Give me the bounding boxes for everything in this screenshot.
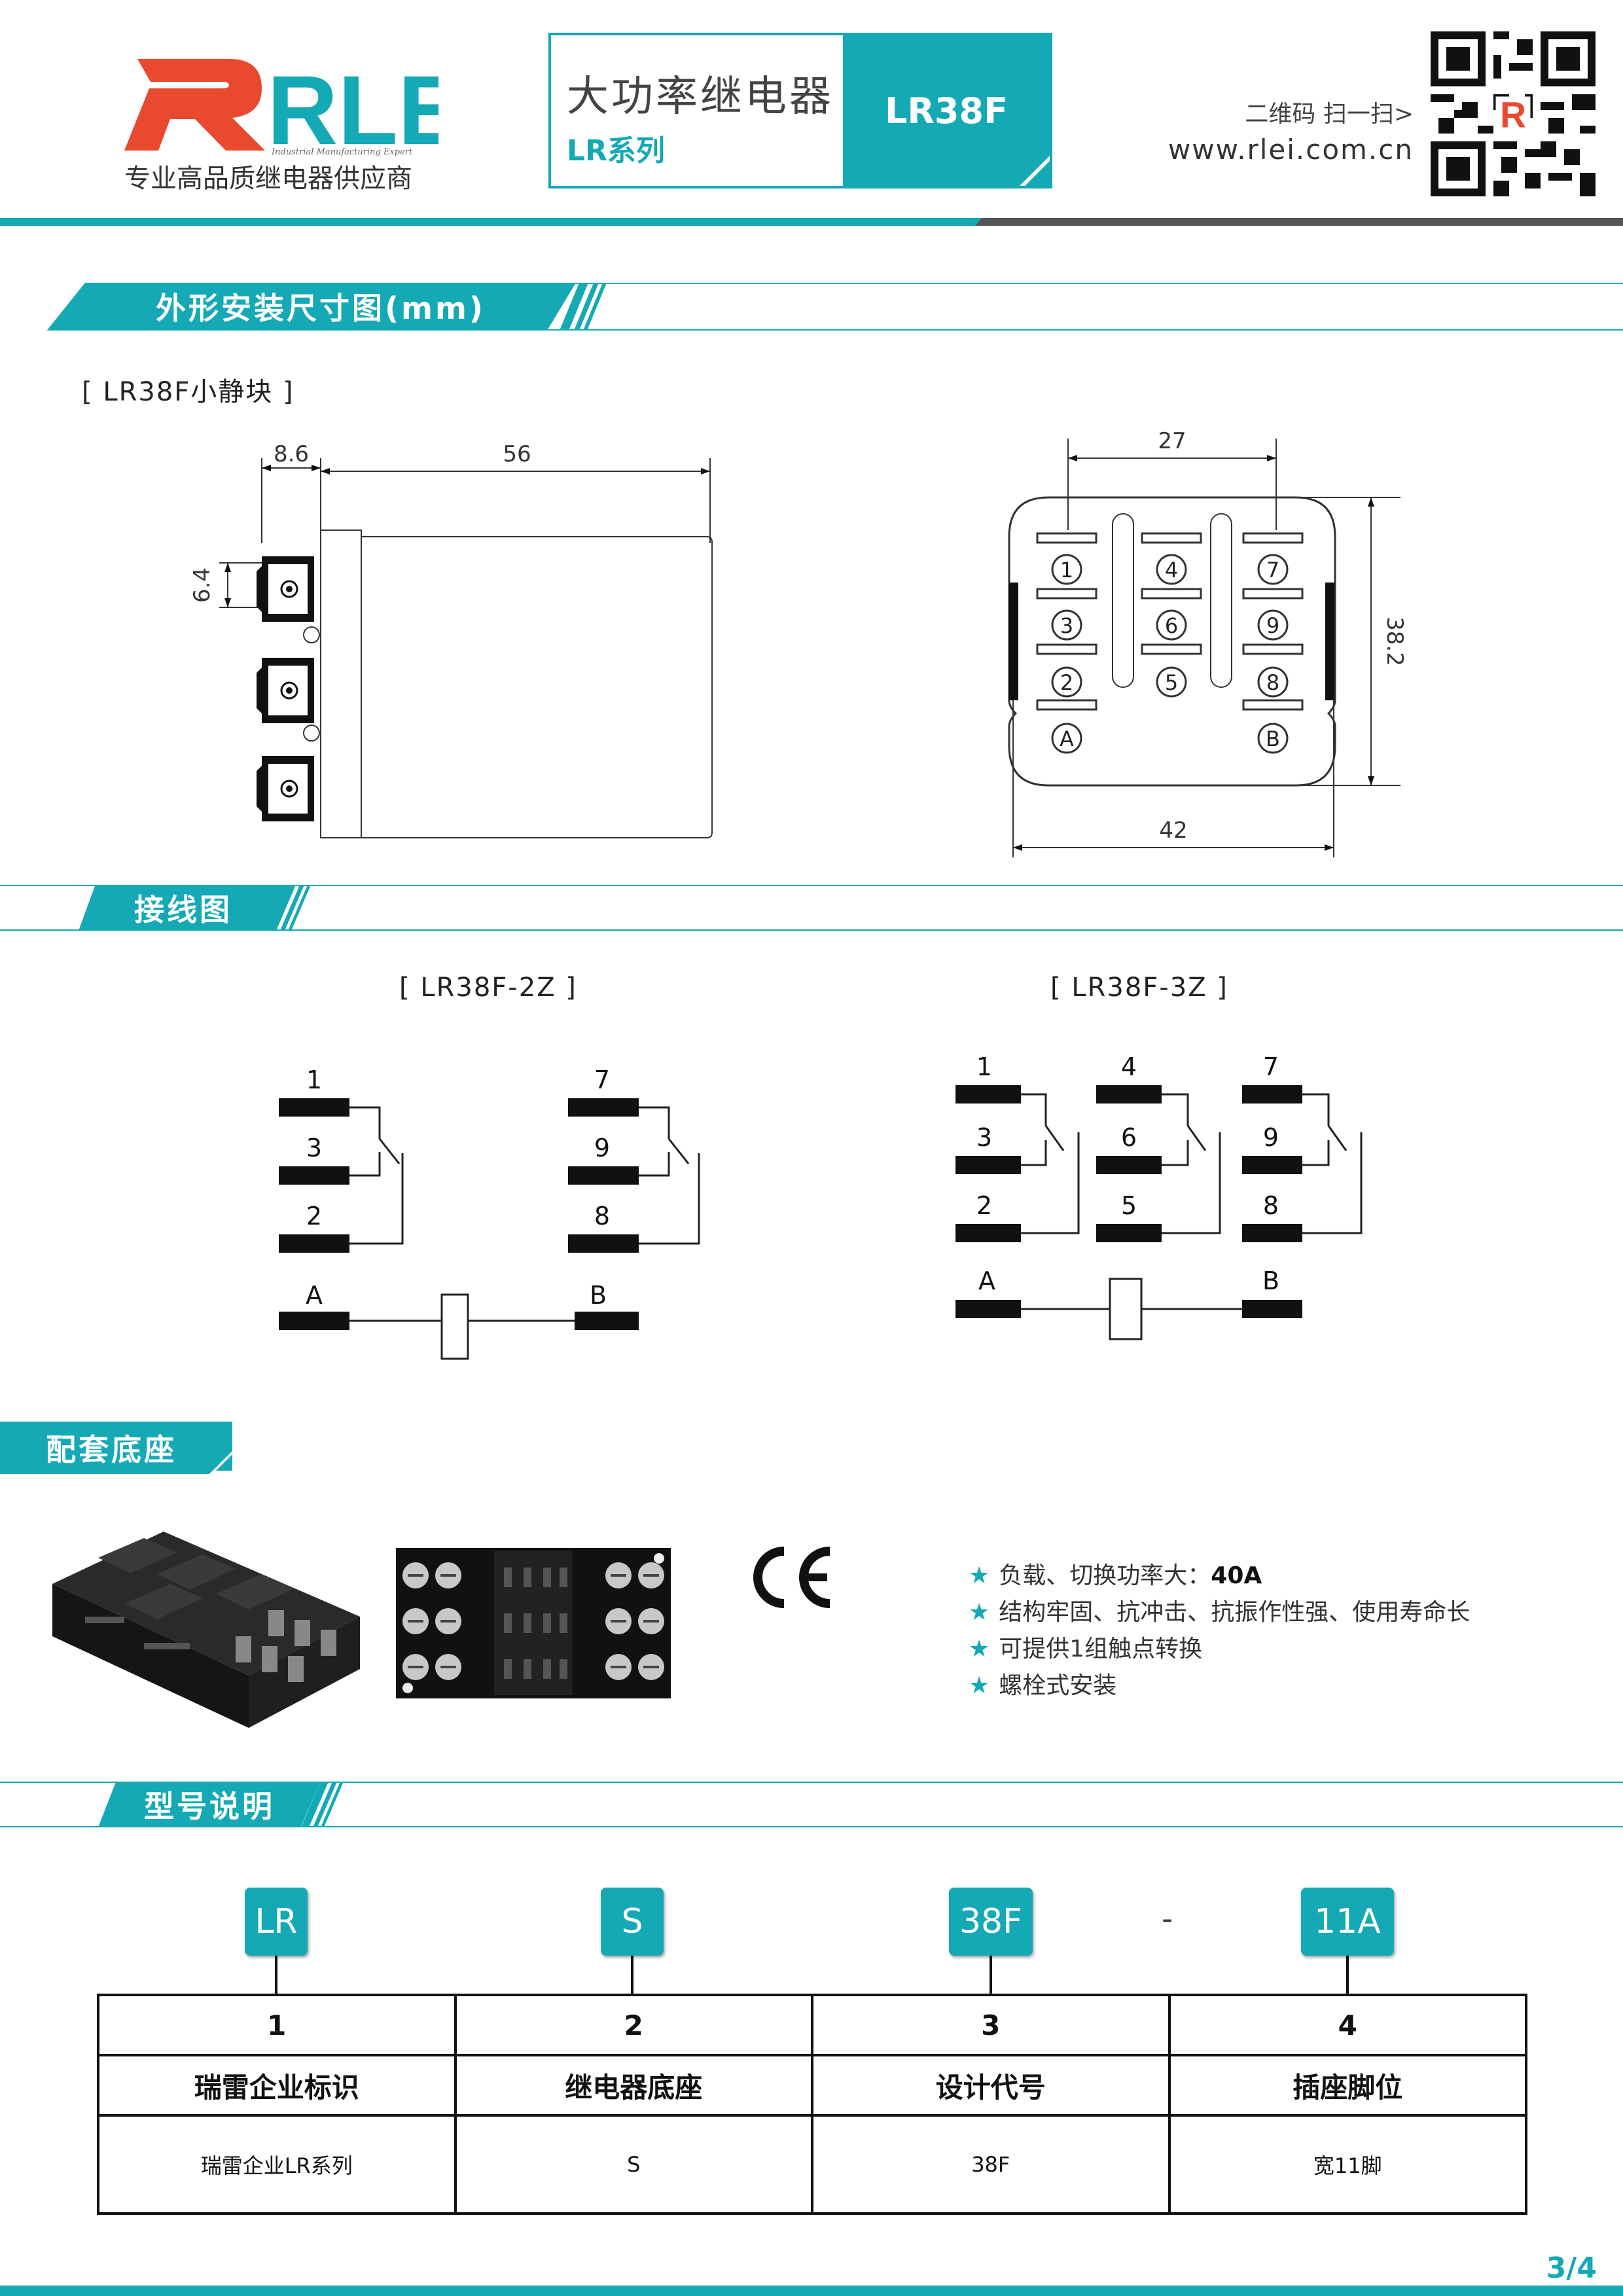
dim-8-6: 8.6 bbox=[274, 441, 309, 467]
wire-2z-pin-3: 3 bbox=[306, 1134, 322, 1162]
logo-text: RLEi bbox=[267, 55, 438, 157]
star-icon: ★ bbox=[969, 1599, 990, 1626]
header-divider-dark bbox=[975, 218, 1623, 226]
section-title-socket: 配套底座 bbox=[46, 1432, 177, 1467]
wire-3z-pin-6: 6 bbox=[1121, 1123, 1137, 1152]
section-title-dimensions: 外形安装尺寸图(mm) bbox=[156, 291, 486, 326]
wire-3z-pin-9: 9 bbox=[1263, 1123, 1279, 1152]
feature-item: ★螺栓式安装 bbox=[969, 1672, 1117, 1699]
feature-item: ★结构牢固、抗冲击、抗振作性强、使用寿命长 bbox=[969, 1599, 1471, 1626]
wire-3z-pin-3: 3 bbox=[976, 1123, 992, 1152]
wire-3z-pin-7: 7 bbox=[1263, 1052, 1279, 1081]
corner-triangle-icon bbox=[211, 1449, 234, 1473]
code-badge-38f: 38F bbox=[949, 1888, 1033, 1956]
badge-connectors bbox=[275, 1956, 1349, 1995]
code-value: 宽11脚 bbox=[1168, 2114, 1527, 2215]
code-dash: - bbox=[1162, 1901, 1173, 1937]
header-divider bbox=[0, 218, 982, 226]
pin-a: A bbox=[1060, 726, 1074, 751]
product-series: LR系列 bbox=[567, 134, 665, 168]
pin-6: 6 bbox=[1165, 613, 1178, 638]
pin-1: 1 bbox=[1060, 558, 1073, 583]
feature-item: ★可提供1组触点转换 bbox=[969, 1636, 1203, 1662]
stripes-decor-icon bbox=[301, 1782, 344, 1827]
socket-photo-3d bbox=[52, 1532, 360, 1728]
pin-b: B bbox=[1266, 726, 1280, 751]
code-header: 继电器底座 bbox=[454, 2054, 813, 2117]
code-number: 4 bbox=[1168, 1994, 1527, 2056]
model-code-table: 1 2 3 4 瑞雷企业标识 继电器底座 设计代号 插座脚位 瑞雷企业LR系列 … bbox=[97, 1994, 1527, 2215]
section-title-model-code: 型号说明 bbox=[144, 1789, 275, 1824]
code-header: 瑞雷企业标识 bbox=[97, 2054, 457, 2117]
dim-56: 56 bbox=[503, 441, 531, 467]
wire-2z-pin-9: 9 bbox=[594, 1134, 610, 1162]
corner-triangle-icon bbox=[1020, 156, 1050, 186]
section-title-wiring: 接线图 bbox=[134, 892, 232, 927]
pin-5: 5 bbox=[1165, 670, 1178, 695]
footer-divider bbox=[0, 2286, 1623, 2296]
wire-2z-pin-8: 8 bbox=[594, 1202, 610, 1230]
pin-2: 2 bbox=[1060, 670, 1073, 695]
code-number: 3 bbox=[811, 1994, 1171, 2056]
wire-2z-pin-b: B bbox=[590, 1281, 607, 1310]
side-view-drawing: 8.6 56 6.4 bbox=[190, 441, 713, 838]
pin-3: 3 bbox=[1060, 613, 1073, 638]
wire-3z-pin-5: 5 bbox=[1121, 1191, 1137, 1220]
feature-list: ★负载、切换功率大：40A ★结构牢固、抗冲击、抗振作性强、使用寿命长 ★可提供… bbox=[969, 1558, 1470, 1704]
star-icon: ★ bbox=[969, 1672, 990, 1699]
code-badge-11a: 11A bbox=[1301, 1888, 1394, 1956]
pin-4: 4 bbox=[1165, 558, 1178, 583]
qr-scan-hint: 二维码 扫一扫> bbox=[1245, 101, 1414, 128]
wiring-label-2z: [ LR38F-2Z ] bbox=[399, 973, 577, 1003]
product-category: 大功率继电器 bbox=[567, 73, 834, 121]
code-badge-lr: LR bbox=[245, 1888, 308, 1956]
page-number: 3/4 bbox=[1546, 2251, 1597, 2285]
code-value: 38F bbox=[811, 2114, 1171, 2215]
wire-2z-pin-1: 1 bbox=[306, 1066, 322, 1094]
star-icon: ★ bbox=[969, 1562, 990, 1589]
code-badge-s: S bbox=[601, 1888, 664, 1956]
front-view-drawing: 1 4 7 3 6 9 2 5 8 A B 27 38.2 42 bbox=[1008, 428, 1408, 857]
wiring-diagram-2z: 1 3 2 7 9 8 A B bbox=[279, 1066, 700, 1360]
dim-42: 42 bbox=[1159, 817, 1187, 844]
code-value: 瑞雷企业LR系列 bbox=[97, 2114, 457, 2215]
dim-6-4: 6.4 bbox=[190, 567, 215, 603]
wire-3z-pin-4: 4 bbox=[1121, 1052, 1137, 1081]
pin-7: 7 bbox=[1266, 558, 1279, 583]
qr-code-icon[interactable]: R bbox=[1431, 31, 1596, 196]
wire-3z-pin-2: 2 bbox=[976, 1191, 992, 1220]
wire-3z-pin-8: 8 bbox=[1263, 1191, 1279, 1220]
svg-text:R: R bbox=[1500, 94, 1526, 135]
socket-photo-top bbox=[396, 1548, 671, 1698]
star-icon: ★ bbox=[969, 1636, 990, 1662]
wiring-diagram-3z: 1 3 2 4 6 5 7 9 8 A B bbox=[955, 1052, 1363, 1340]
website-link[interactable]: www.rlei.com.cn bbox=[1168, 134, 1414, 166]
wire-2z-pin-7: 7 bbox=[594, 1066, 610, 1094]
product-model: LR38F bbox=[843, 35, 1050, 186]
pin-9: 9 bbox=[1266, 613, 1279, 638]
wire-2z-pin-2: 2 bbox=[306, 1202, 322, 1230]
code-value: S bbox=[454, 2114, 813, 2215]
feature-item: ★负载、切换功率大：40A bbox=[969, 1562, 1262, 1589]
code-number: 1 bbox=[97, 1994, 457, 2056]
dimension-subtitle: [ LR38F小静块 ] bbox=[82, 377, 294, 407]
dim-27: 27 bbox=[1158, 428, 1186, 454]
wire-3z-pin-1: 1 bbox=[976, 1052, 992, 1081]
slogan: 专业高品质继电器供应商 bbox=[124, 164, 412, 194]
code-header: 设计代号 bbox=[811, 2054, 1171, 2117]
product-title-box: 大功率继电器 LR系列 LR38F bbox=[548, 33, 1052, 188]
logo-tagline: Industrial Manufacturing Expert bbox=[271, 147, 413, 157]
ce-mark-icon bbox=[753, 1547, 830, 1608]
code-number: 2 bbox=[454, 1994, 813, 2056]
wire-3z-pin-b: B bbox=[1262, 1266, 1279, 1295]
pin-8: 8 bbox=[1266, 670, 1279, 695]
wire-3z-pin-a: A bbox=[978, 1266, 995, 1295]
dim-38-2: 38.2 bbox=[1382, 617, 1408, 666]
code-header: 插座脚位 bbox=[1168, 2054, 1527, 2117]
stripes-decor-icon bbox=[268, 885, 311, 931]
wire-2z-pin-a: A bbox=[306, 1281, 323, 1310]
stripes-decor-icon bbox=[560, 283, 607, 331]
wiring-label-3z: [ LR38F-3Z ] bbox=[1050, 973, 1228, 1003]
